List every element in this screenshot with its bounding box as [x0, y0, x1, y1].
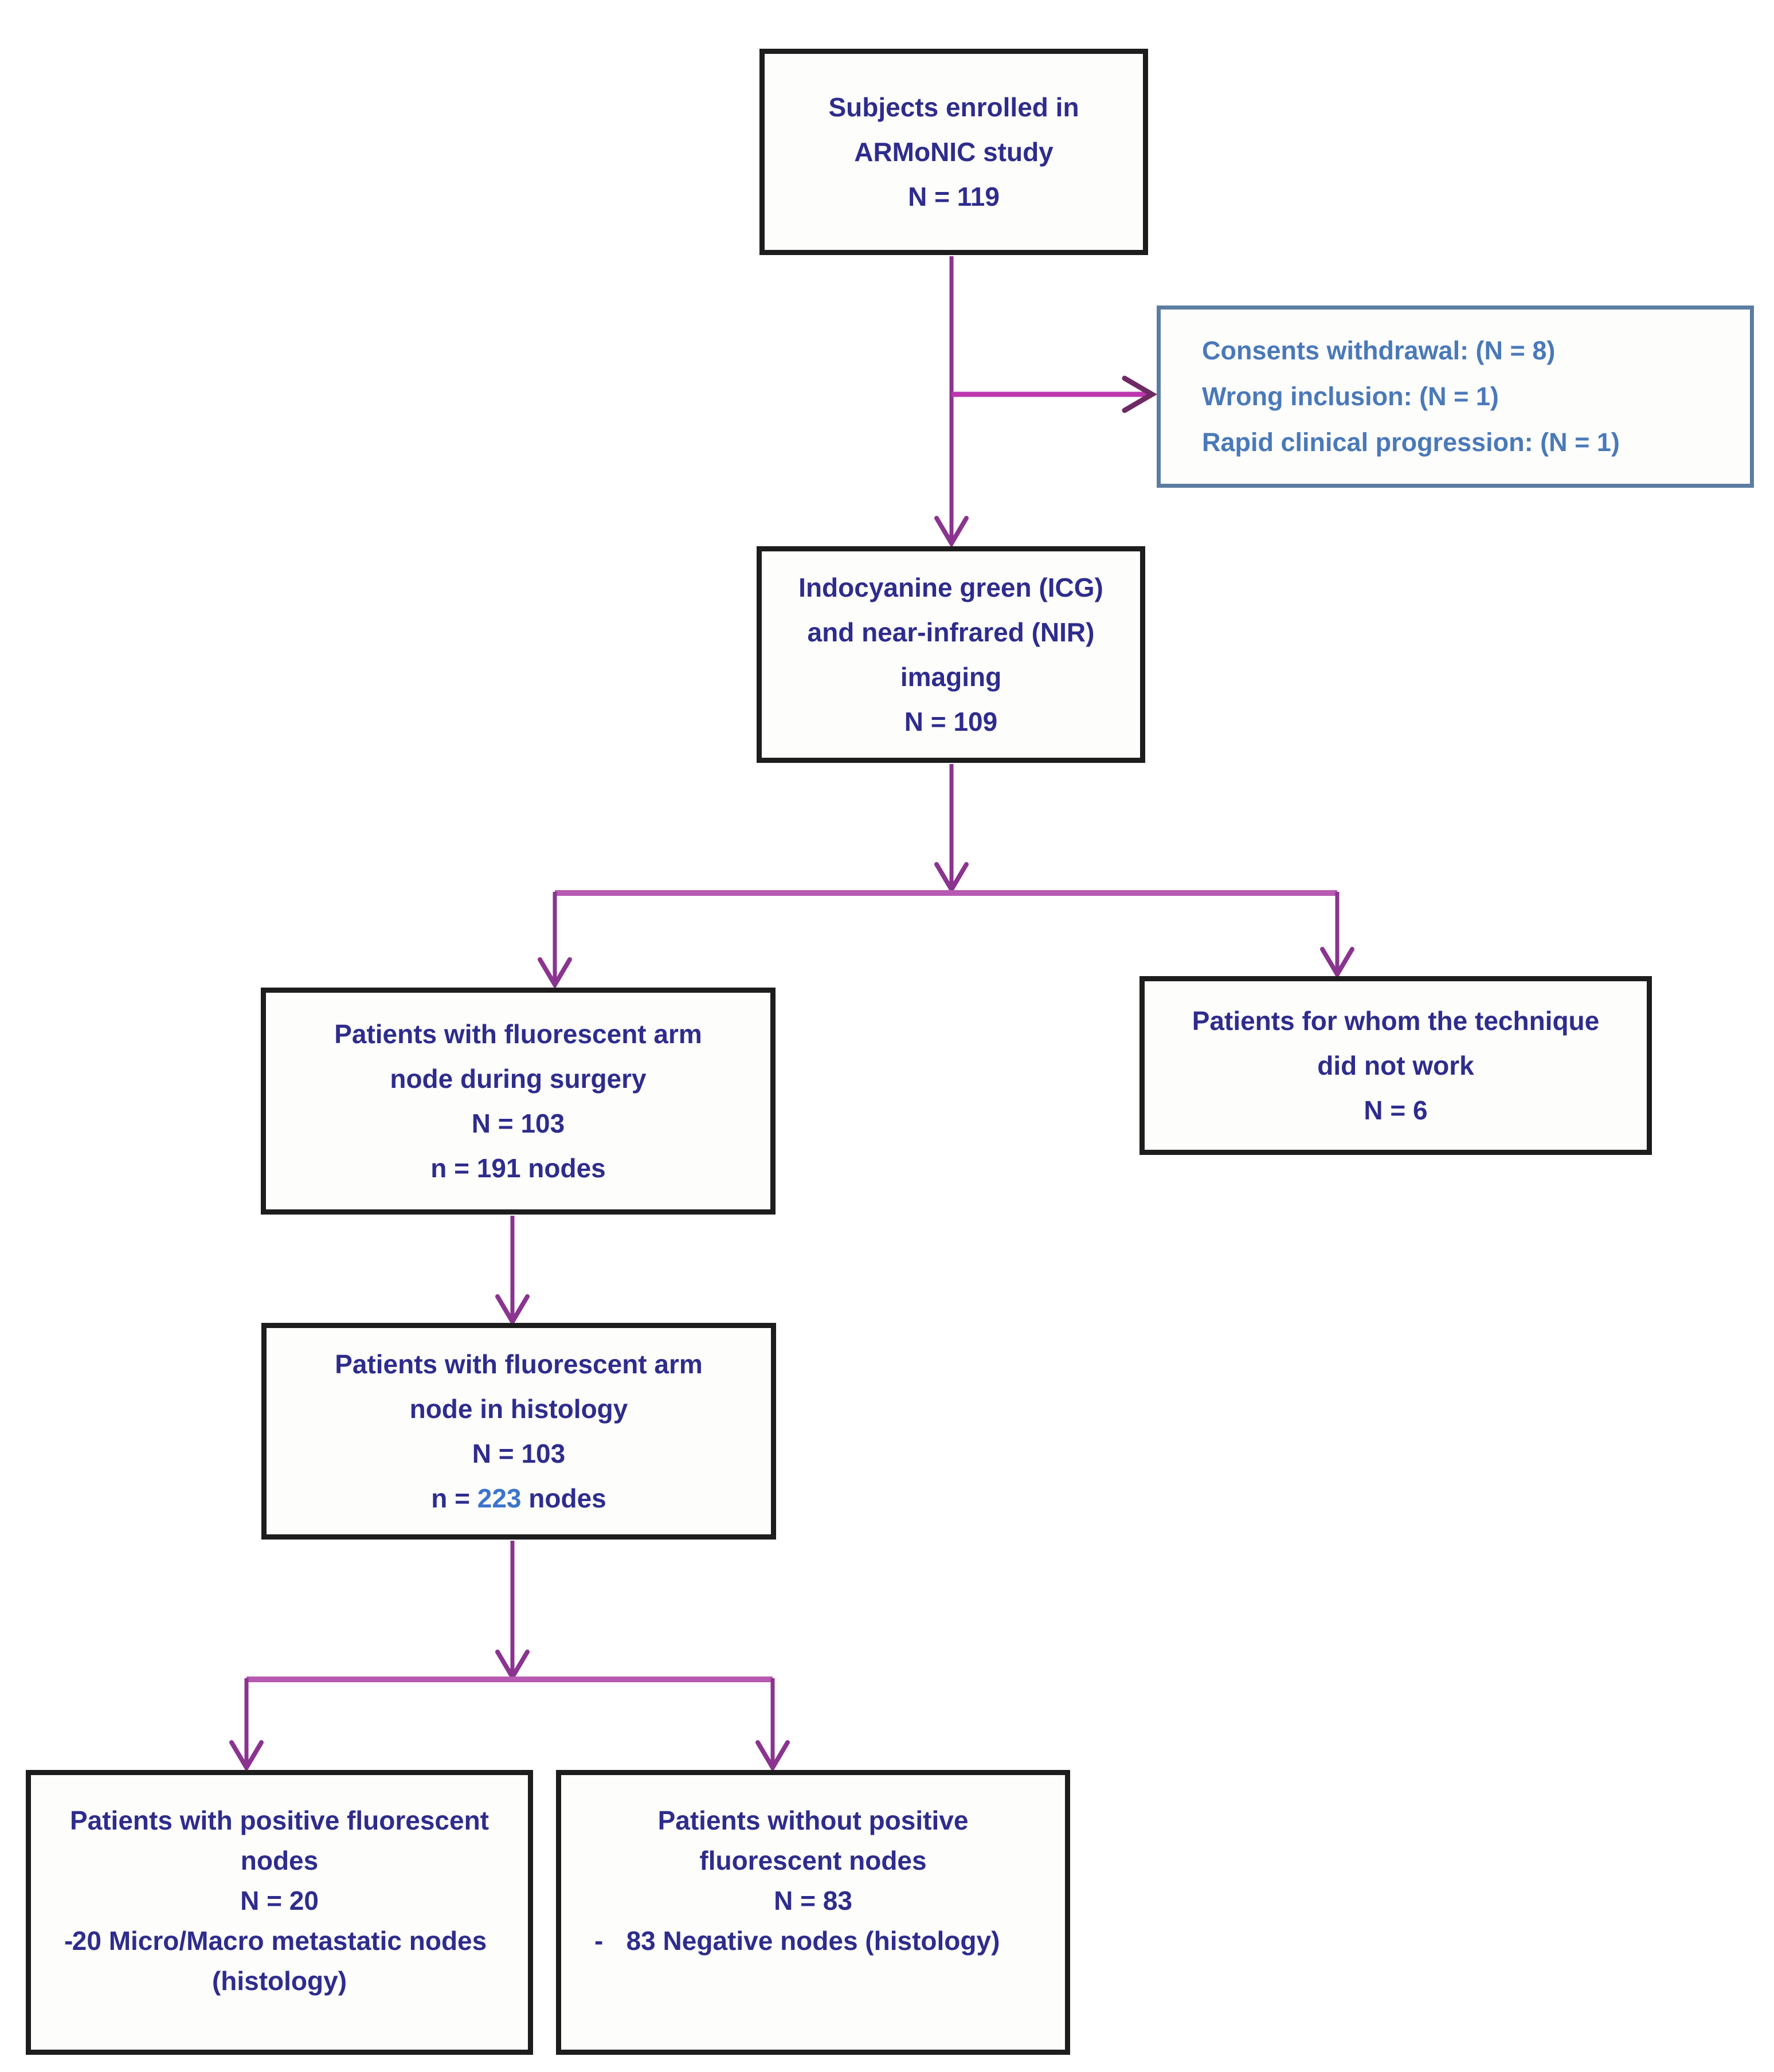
box-line: Patients with positive fluorescent: [69, 1805, 489, 1835]
box-line: Wrong inclusion: (N = 1): [1202, 382, 1499, 411]
box-exclusions: Consents withdrawal: (N = 8) Wrong inclu…: [1157, 305, 1754, 488]
box-line: Patients for whom the technique: [1192, 1006, 1600, 1036]
box-subjects-enrolled: Subjects enrolled in ARMoNIC study N = 1…: [759, 49, 1148, 255]
box-line: N = 103: [471, 1109, 565, 1138]
bullet-dash: -: [64, 1926, 73, 1956]
node-count-suffix: nodes: [521, 1483, 606, 1513]
arrowhead-down-technique-icon: [1320, 947, 1354, 979]
bullet-item: - 83 Negative nodes (histology): [561, 1921, 1065, 1961]
box-line: N = 83: [774, 1886, 852, 1916]
box-line: Patients without positive: [657, 1805, 969, 1835]
node-count-value: 223: [477, 1483, 522, 1513]
box-line: node in histology: [409, 1394, 628, 1424]
box-line: N = 20: [240, 1886, 319, 1916]
box-line: nodes: [240, 1846, 319, 1875]
box-line: Patients with fluorescent arm: [335, 1349, 703, 1379]
arrowhead-down-surgery-icon: [538, 957, 572, 989]
box-line: did not work: [1317, 1051, 1474, 1080]
box-line: node during surgery: [390, 1064, 647, 1094]
arrowhead-down-icg-icon: [934, 516, 969, 548]
box-line: N = 6: [1364, 1095, 1428, 1125]
box-fluorescent-surgery: Patients with fluorescent arm node durin…: [261, 988, 776, 1215]
bullet-dash: -: [594, 1926, 604, 1956]
box-line: Subjects enrolled in: [828, 92, 1079, 122]
bullet-text: 20 Micro/Macro metastatic nodes (histolo…: [72, 1926, 487, 1996]
bullet-item: - 20 Micro/Macro metastatic nodes (histo…: [31, 1921, 528, 2001]
box-line: ARMoNIC study: [854, 137, 1054, 167]
box-fluorescent-histology: Patients with fluorescent arm node in hi…: [261, 1323, 776, 1540]
box-line-node-count: n = 223 nodes: [267, 1476, 771, 1521]
arrowhead-right-exclusion-icon: [1122, 375, 1157, 413]
box-technique-failed: Patients for whom the technique did not …: [1139, 976, 1652, 1155]
box-line: fluorescent nodes: [699, 1846, 927, 1875]
box-line: N = 103: [472, 1439, 566, 1468]
box-line: Indocyanine green (ICG): [798, 573, 1103, 602]
box-line: imaging: [900, 662, 1002, 692]
box-line: N = 109: [904, 707, 998, 737]
node-count-prefix: n =: [431, 1483, 477, 1513]
arrowhead-down-histology-icon: [495, 1294, 530, 1326]
box-line: Patients with fluorescent arm: [334, 1019, 702, 1049]
box-line: Consents withdrawal: (N = 8): [1202, 336, 1556, 365]
box-positive-nodes: Patients with positive fluorescent nodes…: [26, 1770, 533, 2055]
bullet-text: 83 Negative nodes (histology): [626, 1926, 1000, 1956]
box-negative-nodes: Patients without positive fluorescent no…: [556, 1770, 1070, 2055]
arrowhead-down-negative-icon: [755, 1740, 790, 1772]
box-line: Rapid clinical progression: (N = 1): [1202, 428, 1620, 457]
arrowhead-down-split-icon: [934, 862, 969, 894]
box-line: N = 119: [908, 182, 1000, 211]
arrowhead-down-positive-icon: [229, 1740, 264, 1772]
box-line: n = 191 nodes: [430, 1153, 606, 1183]
box-icg-nir-imaging: Indocyanine green (ICG) and near-infrare…: [757, 546, 1145, 763]
box-line: and near-infrared (NIR): [807, 617, 1095, 647]
